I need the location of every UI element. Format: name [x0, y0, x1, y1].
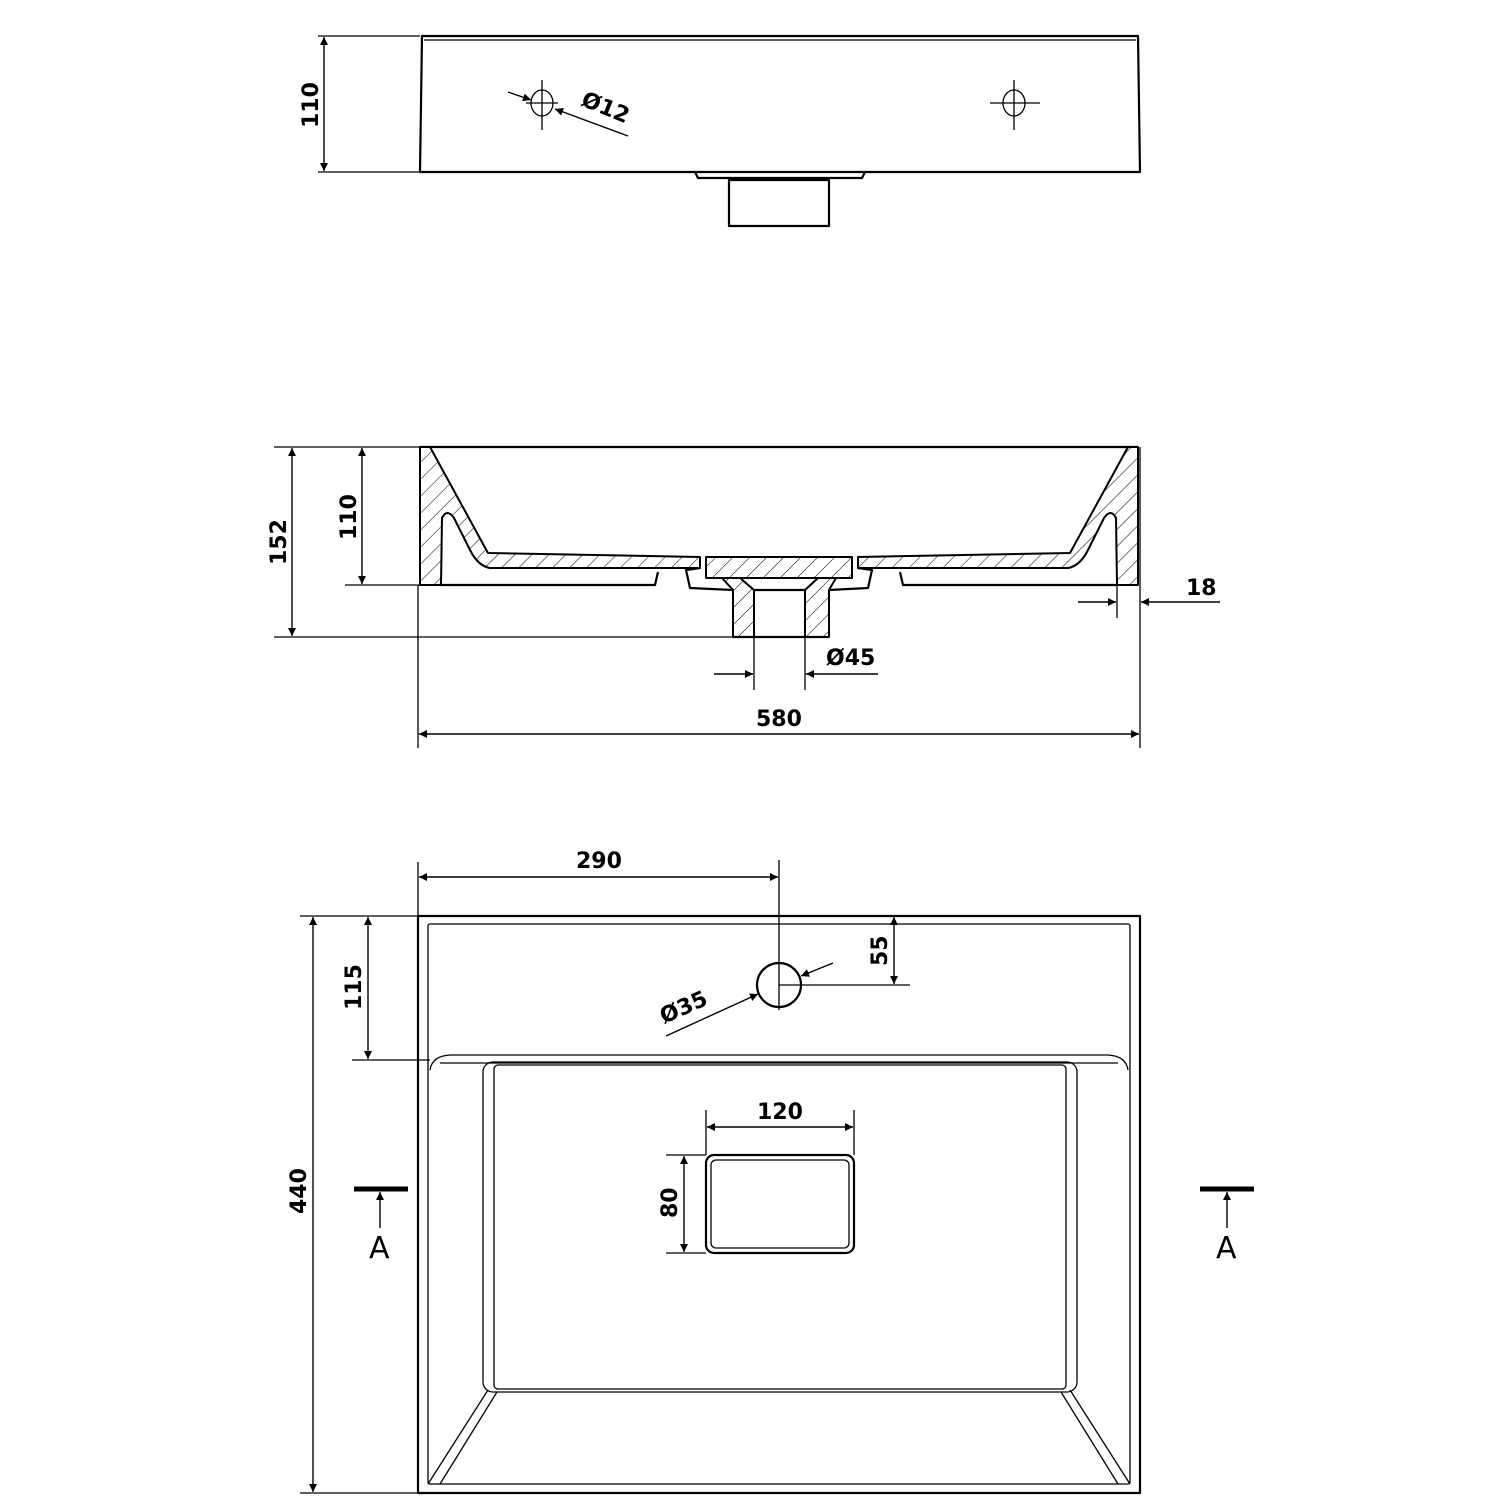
drain-body-right: [804, 577, 837, 638]
plan-view: 290 55 Ø35 115 440 120 80 A: [287, 849, 1254, 1495]
section-view: 152 110 18 Ø45 580: [267, 445, 1220, 748]
tap-hole-diameter-label: Ø35: [656, 987, 711, 1030]
drain-body-left: [721, 577, 755, 638]
depth-label: 440: [287, 1168, 312, 1214]
tap-from-edge-label: 55: [868, 935, 893, 966]
ledge-edge: [429, 1054, 1129, 1071]
wall-thickness-label: 18: [1186, 576, 1217, 601]
drain-diameter-label: Ø45: [826, 646, 875, 671]
basin-height-label: 110: [337, 494, 362, 540]
ledge-depth-label: 115: [342, 964, 367, 1010]
drain-grate: [705, 556, 853, 579]
overflow-width-label: 120: [757, 1100, 803, 1125]
svg-text:A: A: [369, 1231, 390, 1266]
tap-offset-label: 290: [576, 849, 622, 874]
drain-flange: [694, 171, 866, 180]
tap-hole-left: [526, 80, 558, 130]
front-height-label: 110: [299, 82, 324, 128]
section-marker-left: A: [354, 1186, 408, 1266]
overflow-height-label: 80: [658, 1187, 683, 1218]
tap-hole-right: [990, 80, 1040, 130]
section-wall-right: [857, 446, 1139, 586]
tap-hole-diameter-label: Ø12: [578, 87, 633, 129]
overflow-opening: [704, 1153, 856, 1255]
total-height-label: 152: [267, 519, 292, 565]
section-marker-right: A: [1200, 1186, 1254, 1266]
svg-text:A: A: [1216, 1231, 1237, 1266]
basin-bowl: [482, 1061, 1078, 1393]
front-view: Ø12 110: [299, 34, 1142, 228]
basin-front-outline: [418, 34, 1142, 174]
drain-pipe: [727, 178, 831, 228]
section-wall-left: [419, 446, 701, 586]
width-label: 580: [756, 707, 802, 732]
